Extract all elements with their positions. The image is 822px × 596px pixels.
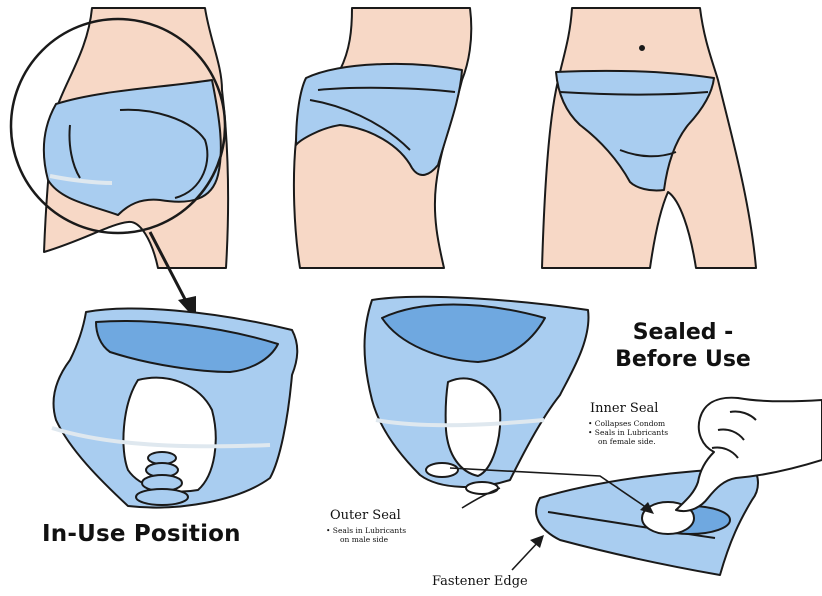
inner-seal-note-3: on female side. bbox=[588, 437, 668, 446]
figure-back-view bbox=[11, 8, 228, 268]
outer-seal-notes: • Seals in Lubricants on male side bbox=[326, 526, 406, 544]
sealed-pad bbox=[536, 468, 758, 575]
inner-seal-label: Inner Seal bbox=[590, 401, 658, 416]
inner-seal-patch bbox=[426, 463, 458, 477]
figure-side-view bbox=[294, 8, 471, 268]
sealed-title-line-1: Sealed - bbox=[598, 319, 768, 346]
navel bbox=[640, 46, 644, 50]
outer-seal-note-2: on male side bbox=[326, 535, 406, 544]
inner-seal-note-1: • Collapses Condom bbox=[588, 419, 668, 428]
inner-seal-notes: • Collapses Condom • Seals in Lubricants… bbox=[588, 419, 668, 446]
fastener-edge-label: Fastener Edge bbox=[432, 574, 528, 589]
outer-seal-note-1: • Seals in Lubricants bbox=[326, 526, 406, 535]
in-use-position-title: In-Use Position bbox=[42, 521, 241, 547]
sealed-title: Sealed - Before Use bbox=[598, 319, 768, 373]
fastener-arrow-head bbox=[530, 535, 544, 548]
outer-seal-patch bbox=[466, 482, 498, 494]
garment-in-use bbox=[52, 309, 297, 508]
garment-sealed bbox=[365, 297, 589, 494]
inner-seal-note-2: • Seals in Lubricants bbox=[588, 428, 668, 437]
sealed-title-line-2: Before Use bbox=[598, 346, 768, 373]
outer-seal-label: Outer Seal bbox=[330, 508, 401, 523]
figure-front-view bbox=[542, 8, 756, 268]
